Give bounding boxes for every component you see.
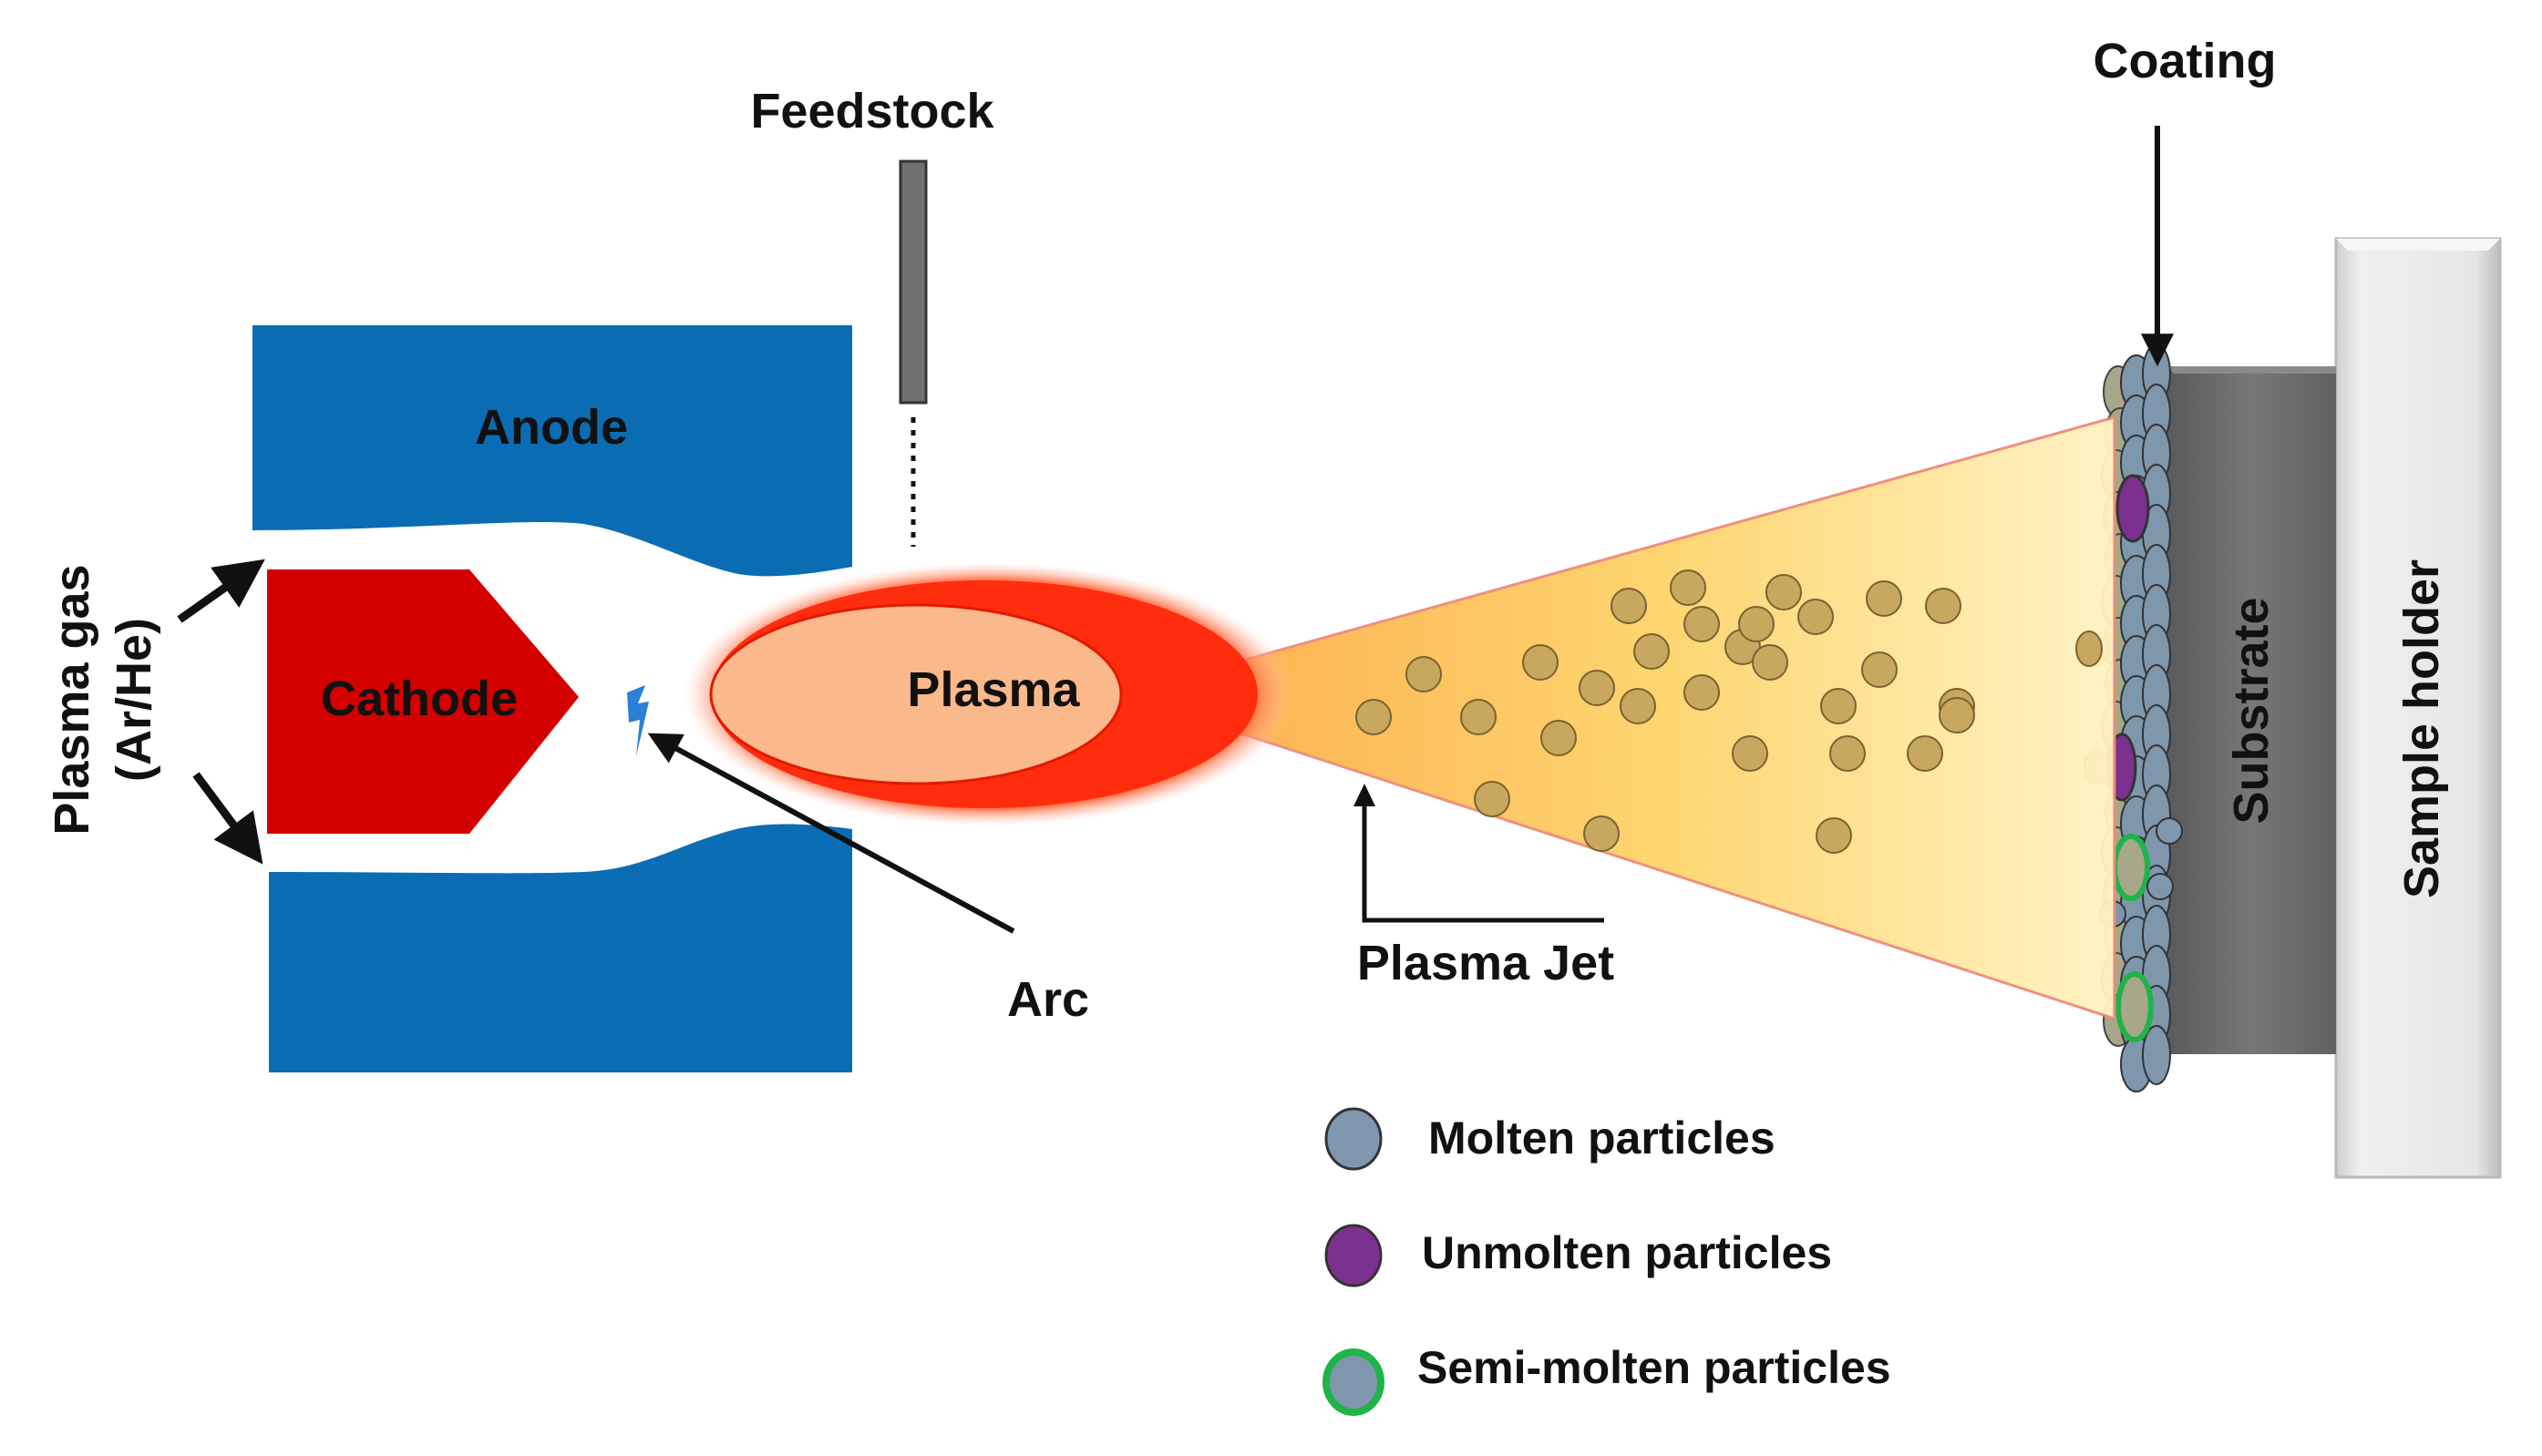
feedstock-particle (1939, 697, 1975, 733)
coating-unmolten-particle (2115, 474, 2150, 543)
coating-semi-molten-particle (2115, 971, 2154, 1042)
feedstock-particle (1583, 815, 1620, 852)
feedstock-particle (1829, 735, 1866, 772)
feedstock-particle (1925, 588, 1961, 624)
coating-semi-molten-particle (2112, 834, 2150, 901)
legend-semi-molten-label: Semi-molten particles (1417, 1342, 1891, 1393)
legend-unmolten-label: Unmolten particles (1422, 1227, 1832, 1278)
substrate (2167, 366, 2336, 1054)
legend-molten-label: Molten particles (1428, 1113, 1775, 1164)
cathode-label: Cathode (321, 672, 518, 726)
plasma-gas-arrow-down (192, 772, 263, 865)
feedstock-particle (1355, 699, 1392, 735)
feedstock-particle (1522, 644, 1559, 681)
feedstock-particle (1611, 588, 1647, 624)
legend: Molten particles Unmolten particles Semi… (1322, 1107, 1891, 1416)
feedstock-particle (1670, 569, 1706, 606)
plasma-core (709, 603, 1123, 785)
feedstock-particle (1474, 781, 1510, 817)
anode-bottom-block (269, 824, 852, 1072)
feedstock-particles (1355, 569, 2103, 854)
coating-layer (2084, 343, 2183, 1092)
plasma-gas-label: Plasma gas (45, 564, 99, 835)
feedstock-particle (1738, 606, 1775, 642)
feedstock-particle (1540, 720, 1577, 756)
legend-molten-marker (1324, 1107, 1383, 1171)
feedstock-label: Feedstock (750, 84, 994, 138)
plasma-jet-pointer (1362, 800, 1604, 923)
arc-arrow (647, 733, 1015, 934)
feedstock-particle (1633, 633, 1670, 670)
coating-particle (2142, 1025, 2171, 1085)
feedstock-particle (1752, 644, 1788, 681)
legend-unmolten-marker (1324, 1224, 1383, 1287)
feedstock-particle (2075, 631, 2103, 667)
plasma-gas-type-label: (Ar/He) (107, 618, 161, 782)
arc-label: Arc (1007, 972, 1089, 1027)
feedstock-particle (1816, 817, 1852, 854)
feedstock-particle (1683, 674, 1720, 711)
plasma-gas-arrow-up (177, 559, 265, 623)
plasma-jet-pointer-head (1353, 784, 1375, 806)
feedstock-particle (1820, 688, 1857, 724)
plasma-label: Plasma (907, 662, 1080, 717)
feedstock-particle (1765, 574, 1802, 610)
arc-spark-icon (627, 685, 649, 756)
feedstock-particle (1861, 651, 1898, 688)
feedstock-particle (1579, 670, 1615, 706)
feedstock-particle (1907, 735, 1943, 772)
sample-holder (2334, 237, 2502, 1179)
feedstock-particle (1866, 580, 1902, 617)
coating-particle (2146, 873, 2174, 900)
feedstock-particle (1405, 656, 1442, 692)
feedstock-particle (1460, 699, 1497, 735)
feedstock-injector (899, 159, 928, 405)
legend-semi-molten-marker (1322, 1348, 1384, 1416)
feedstock-particle (1620, 688, 1656, 724)
feedstock-particle (1797, 599, 1834, 635)
anode-top (252, 325, 852, 577)
feedstock-particle (1683, 606, 1720, 642)
plasma-jet-label: Plasma Jet (1357, 936, 1614, 990)
sample-holder-label: Sample holder (2394, 559, 2449, 898)
cathode (267, 569, 579, 834)
feedstock-particle (1732, 735, 1768, 772)
plasma-jet-cone (1116, 415, 2116, 1021)
coating-label: Coating (2094, 34, 2277, 88)
anode-label: Anode (475, 400, 628, 455)
coating-particle (2156, 817, 2183, 845)
substrate-label: Substrate (2224, 597, 2279, 824)
